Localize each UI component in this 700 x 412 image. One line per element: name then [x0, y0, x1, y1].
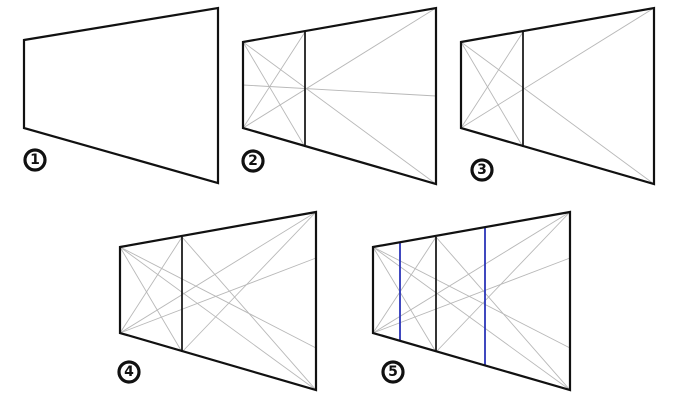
step-3-diagonal [460, 41, 655, 185]
step-5-trapezoid [371, 210, 572, 392]
step-5-diagonal [435, 211, 571, 353]
step-4-diagonal [119, 257, 317, 334]
step-4-diagonal [119, 246, 317, 349]
step-2-diagonal [242, 41, 306, 148]
step-2-diagonal [242, 41, 437, 185]
step-5-diagonal [372, 236, 437, 334]
step-2-trapezoid [241, 6, 438, 186]
step-4-badge-circle [117, 360, 141, 384]
step-3-badge-circle [470, 158, 494, 182]
step-2-diagonal [242, 31, 306, 129]
step-5-number: 5 [388, 364, 398, 380]
step-2-diagonal [242, 7, 437, 129]
step-2-number: 2 [248, 153, 258, 169]
step-3-panel: 3 [459, 6, 656, 186]
step-2-horizon-line [242, 84, 437, 97]
step-3-badge: 3 [470, 158, 494, 182]
step-5-diagonal [372, 246, 571, 349]
step-4-diagonal [119, 211, 317, 334]
step-1-badge-circle [23, 148, 47, 172]
step-1-number: 1 [30, 152, 40, 168]
step-2-badge: 2 [241, 149, 265, 173]
step-4-trapezoid [118, 210, 318, 392]
step-3-diagonal [460, 31, 524, 129]
step-3-trapezoid [459, 6, 656, 186]
step-1-badge: 1 [23, 148, 47, 172]
step-1-trapezoid [22, 6, 220, 185]
step-2-badge-circle [241, 149, 265, 173]
step-4-diagonal [119, 246, 183, 353]
step-5-diagonal [372, 257, 571, 334]
step-5-panel: 5 [371, 210, 572, 392]
step-4-diagonal [119, 236, 183, 334]
step-4-diagonal [119, 246, 317, 391]
step-5-diagonal [372, 211, 571, 334]
step-5-badge: 5 [381, 360, 405, 384]
step-5-badge-circle [381, 360, 405, 384]
step-3-number: 3 [477, 162, 487, 178]
step-4-panel: 4 [117, 210, 318, 392]
step-5-diagonal [372, 246, 571, 391]
step-4-number: 4 [124, 364, 134, 380]
step-1-panel: 1 [22, 6, 220, 185]
step-3-diagonal [460, 41, 524, 148]
step-4-diagonal [181, 211, 317, 353]
step-3-diagonal [460, 7, 655, 129]
step-5-diagonal [372, 246, 437, 353]
step-2-panel: 2 [241, 6, 438, 186]
step-4-badge: 4 [117, 360, 141, 384]
